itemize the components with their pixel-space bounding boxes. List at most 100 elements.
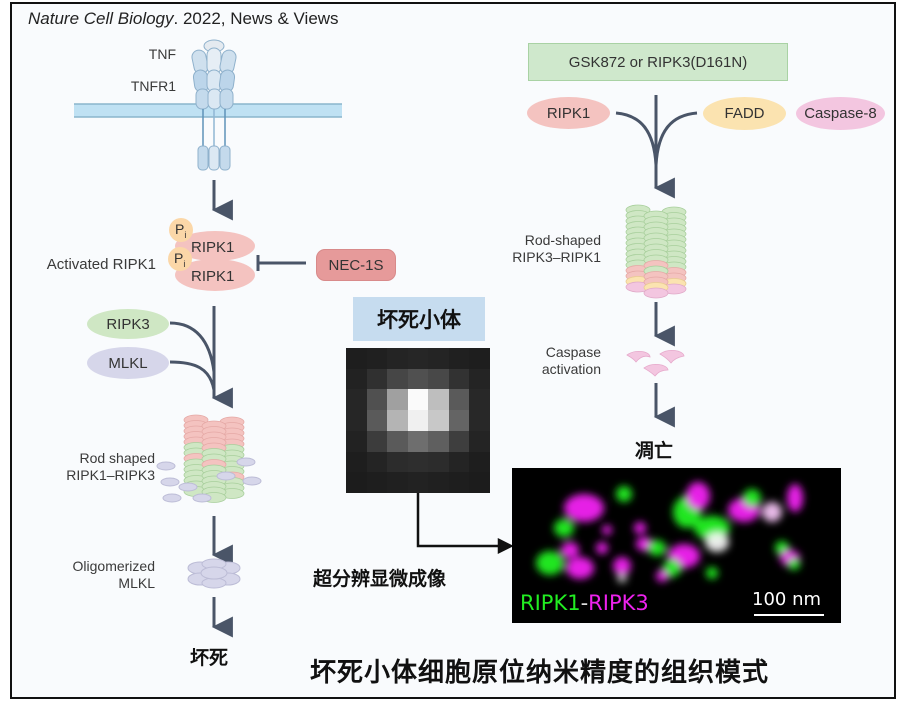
pixel [448,451,470,473]
pixel [407,410,429,431]
fluorescence-spot [617,573,627,583]
ripk1-protein-right: RIPK1 [527,97,610,129]
mlkl-monomer [162,493,182,503]
necrosome-image [346,348,490,493]
scale-bar [754,614,824,616]
fluorescence-spot [788,558,800,570]
rod-ripk3-ripk1-icon [625,204,687,299]
fluorescence-spot [596,542,608,554]
pixel [366,410,388,431]
pixel [428,410,449,431]
fluorescence-spot [566,557,594,579]
ripk1-channel-label: RIPK1 [520,591,581,615]
mlkl-protein: MLKL [87,347,169,379]
fluorescence-spot [634,522,646,534]
pixel [366,368,388,390]
activated-ripk1-icon [168,218,255,291]
pixel [469,451,490,473]
pixel [428,451,449,473]
mlkl-monomer [192,493,212,503]
oligomerized-mlkl-icon [187,558,241,589]
microscopy-image: RIPK1-RIPK3 100 nm [512,468,841,623]
fluorescence-spot [762,502,782,522]
pixel [448,410,470,431]
pixel [387,472,408,493]
scale-bar-label: 100 nm [752,589,822,610]
fluorescence-spot [554,519,574,537]
pixel [387,348,408,369]
gsk872-inhibitor-box: GSK872 or RIPK3(D161N) [528,43,788,81]
phospho-bottom: Pi [174,250,186,269]
cell-membrane [74,104,342,117]
super-resolution-label: 超分辨显微成像 [313,568,447,590]
pixel [407,348,429,369]
mlkl-monomer [178,482,198,492]
ripk1-bottom-label: RIPK1 [191,268,235,285]
inhibition-arrow [256,255,306,271]
pixel [407,451,429,473]
pixel [428,472,449,493]
pixel [407,389,429,411]
rod-ripk1-ripk3-icon [156,414,262,503]
pixel [469,410,490,431]
fluorescence-spot [648,540,666,556]
pixel [366,472,388,493]
pixel [346,430,367,452]
fluorescence-spot [602,525,612,535]
pixel [387,410,408,431]
pixel [407,430,429,452]
pixel [469,472,490,493]
tnf-label: TNF [148,46,176,62]
fluorescence-spot [536,551,564,575]
pixel [346,348,367,369]
ripk1-top-label: RIPK1 [191,239,235,256]
fluorescence-spot [636,537,652,551]
pixel [366,348,388,369]
pixel [366,389,388,411]
fluorescence-spot [656,570,668,582]
tnf-receptor-icon [191,39,237,171]
mlkl-monomer [216,471,236,481]
fluorescence-spot [706,567,718,579]
ripk3-protein: RIPK3 [87,309,169,339]
nec1s-inhibitor: NEC-1S [316,249,396,281]
pixel [346,389,367,411]
mlkl-monomer [156,461,176,471]
microscopy-blobs [536,482,803,583]
apoptosis-outcome: 凋亡 [635,440,674,462]
citation-rest: . 2022, News & Views [173,9,339,28]
tnfr1-label: TNFR1 [130,78,176,94]
pixel [366,430,388,452]
phospho-top: Pi [175,221,187,240]
pixel [428,368,449,390]
pixel [428,430,449,452]
pixel [407,472,429,493]
fluorescence-spot [663,559,681,577]
fluorescence-spot [705,532,729,552]
channel-legend: RIPK1-RIPK3 [520,591,649,615]
activated-ripk1-label: Activated RIPK1 [46,256,156,273]
caspase8-protein: Caspase-8 [796,97,885,130]
fluorescence-spot [613,557,631,575]
pixel [448,472,470,493]
pixel [387,451,408,473]
pixel [469,348,490,369]
pixel [346,410,367,431]
necrosome-label: 坏死小体 [353,297,485,341]
caspase-fragments-icon [626,350,685,377]
fadd-protein: FADD [703,97,786,130]
pixel [469,430,490,452]
pixel [387,389,408,411]
rod-disc [643,287,669,299]
fluorescence-spot [616,486,632,502]
merge-arrow-left [169,306,233,409]
fluorescence-spot [564,494,604,522]
pixel [346,451,367,473]
pixel [428,389,449,411]
fluorescence-spot [787,484,803,512]
